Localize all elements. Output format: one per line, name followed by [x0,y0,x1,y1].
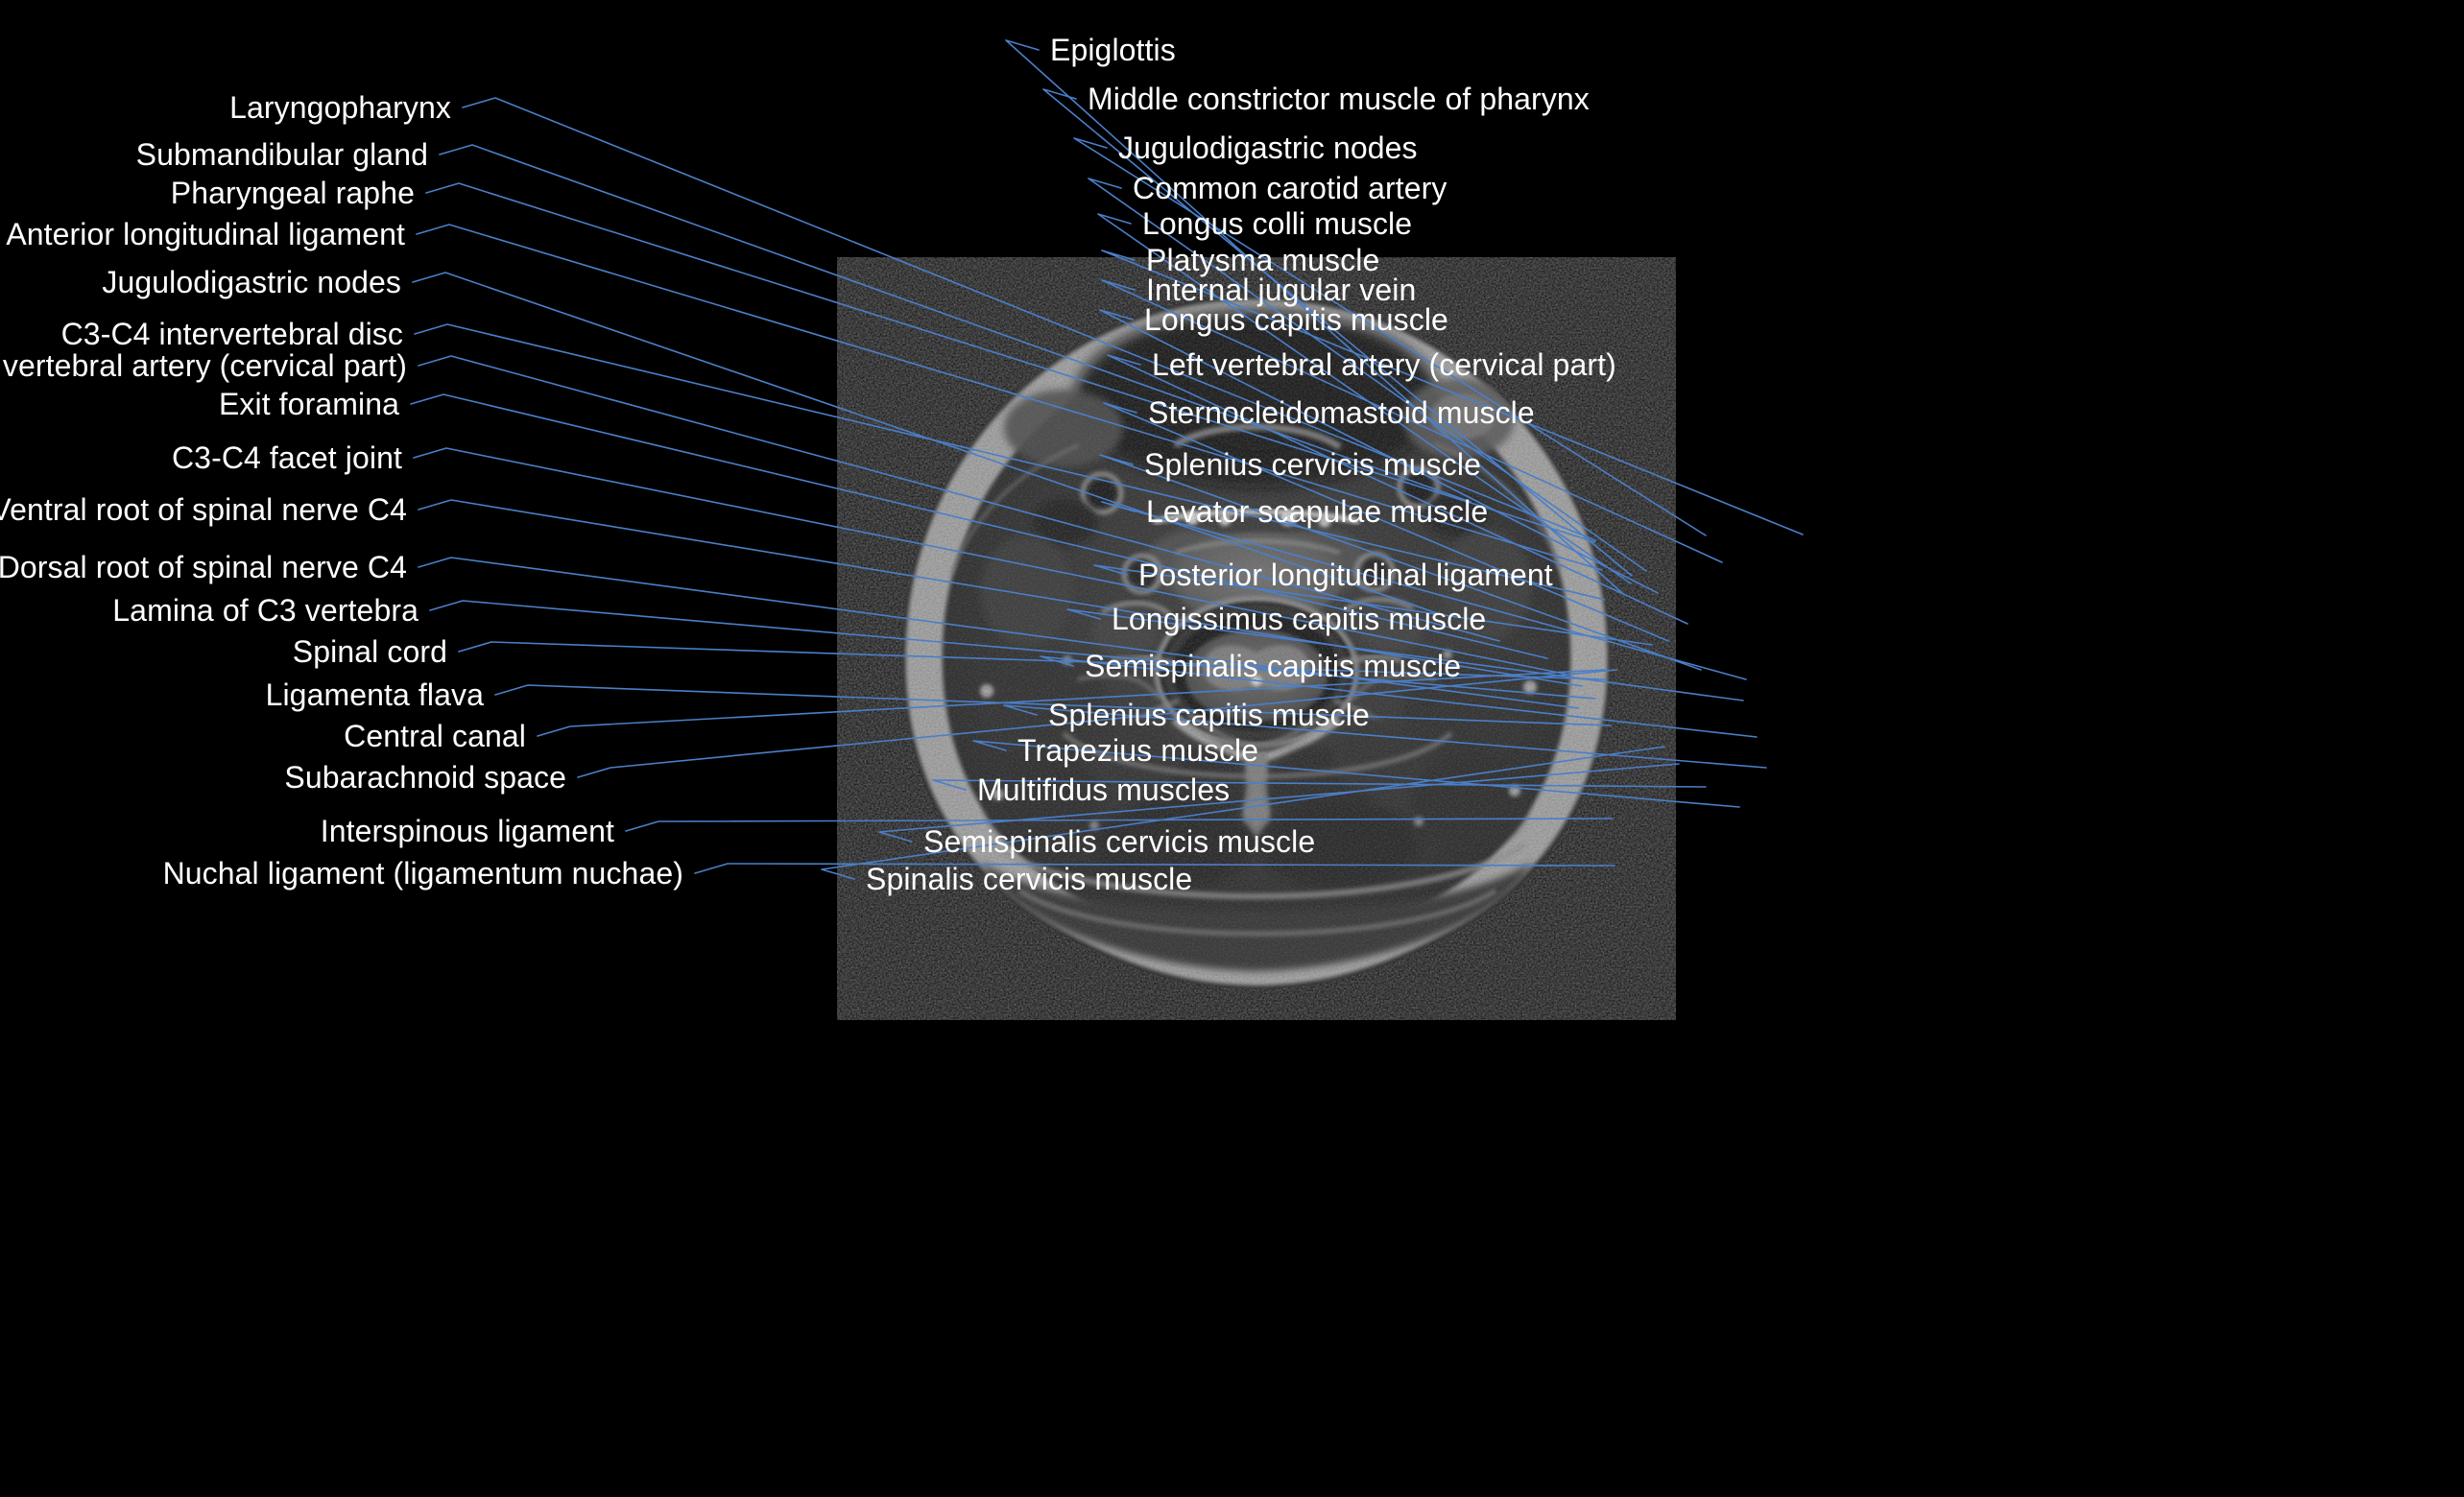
label-sternocleidomastoid-muscle[interactable]: Sternocleidomastoid muscle [1148,395,1535,430]
label-platysma-muscle[interactable]: Platysma muscle [1146,243,1380,277]
label-subarachnoid-space[interactable]: Subarachnoid space [284,760,566,795]
label-central-canal[interactable]: Central canal [344,719,526,753]
label-middle-constrictor-muscle[interactable]: Middle constrictor muscle of pharynx [1088,82,1590,116]
label-splenius-capitis-muscle[interactable]: Splenius capitis muscle [1048,698,1370,732]
label-spinal-cord[interactable]: Spinal cord [292,634,447,669]
label-ventral-root-c4[interactable]: Ventral root of spinal nerve C4 [0,492,407,527]
label-trapezius-muscle[interactable]: Trapezius muscle [1017,733,1259,768]
label-c3-c4-facet-joint[interactable]: C3-C4 facet joint [171,440,402,475]
label-exit-foramina[interactable]: Exit foramina [218,387,399,421]
label-anterior-longitudinal-ligament[interactable]: Anterior longitudinal ligament [6,217,405,251]
label-jugulodigastric-nodes-left[interactable]: Jugulodigastric nodes [102,265,401,299]
label-laryngopharynx[interactable]: Laryngopharynx [229,90,451,125]
label-ligamenta-flava[interactable]: Ligamenta flava [265,677,484,712]
label-pharyngeal-raphe[interactable]: Pharyngeal raphe [170,176,415,210]
label-right-vertebral-artery[interactable]: Right vertebral artery (cervical part) [0,348,407,383]
label-submandibular-gland[interactable]: Submandibular gland [135,137,428,172]
label-lamina-of-c3-vertebra[interactable]: Lamina of C3 vertebra [112,593,419,628]
label-epiglottis[interactable]: Epiglottis [1050,33,1176,67]
label-internal-jugular-vein[interactable]: Internal jugular vein [1146,273,1417,307]
label-longissimus-capitis-muscle[interactable]: Longissimus capitis muscle [1112,602,1487,636]
label-c3-c4-intervertebral-disc[interactable]: C3-C4 intervertebral disc [60,317,403,351]
label-dorsal-root-c4[interactable]: Dorsal root of spinal nerve C4 [0,550,407,584]
label-longus-capitis-muscle[interactable]: Longus capitis muscle [1144,302,1448,337]
label-spinalis-cervicis-muscle[interactable]: Spinalis cervicis muscle [866,862,1193,896]
label-jugulodigastric-nodes-right[interactable]: Jugulodigastric nodes [1118,131,1418,165]
label-nuchal-ligament[interactable]: Nuchal ligament (ligamentum nuchae) [162,856,683,891]
label-semispinalis-capitis-muscle[interactable]: Semispinalis capitis muscle [1085,649,1462,683]
label-left-vertebral-artery[interactable]: Left vertebral artery (cervical part) [1152,347,1616,382]
label-longus-colli-muscle[interactable]: Longus colli muscle [1142,206,1413,241]
label-interspinous-ligament[interactable]: Interspinous ligament [320,814,614,848]
label-common-carotid-artery[interactable]: Common carotid artery [1133,171,1447,205]
label-multifidus-muscles[interactable]: Multifidus muscles [977,772,1231,807]
label-levator-scapulae-muscle[interactable]: Levator scapulae muscle [1146,494,1489,529]
label-posterior-longitudinal-ligament[interactable]: Posterior longitudinal ligament [1138,558,1553,592]
label-semispinalis-cervicis-muscle[interactable]: Semispinalis cervicis muscle [923,824,1316,859]
label-splenius-cervicis-muscle[interactable]: Splenius cervicis muscle [1144,447,1481,482]
